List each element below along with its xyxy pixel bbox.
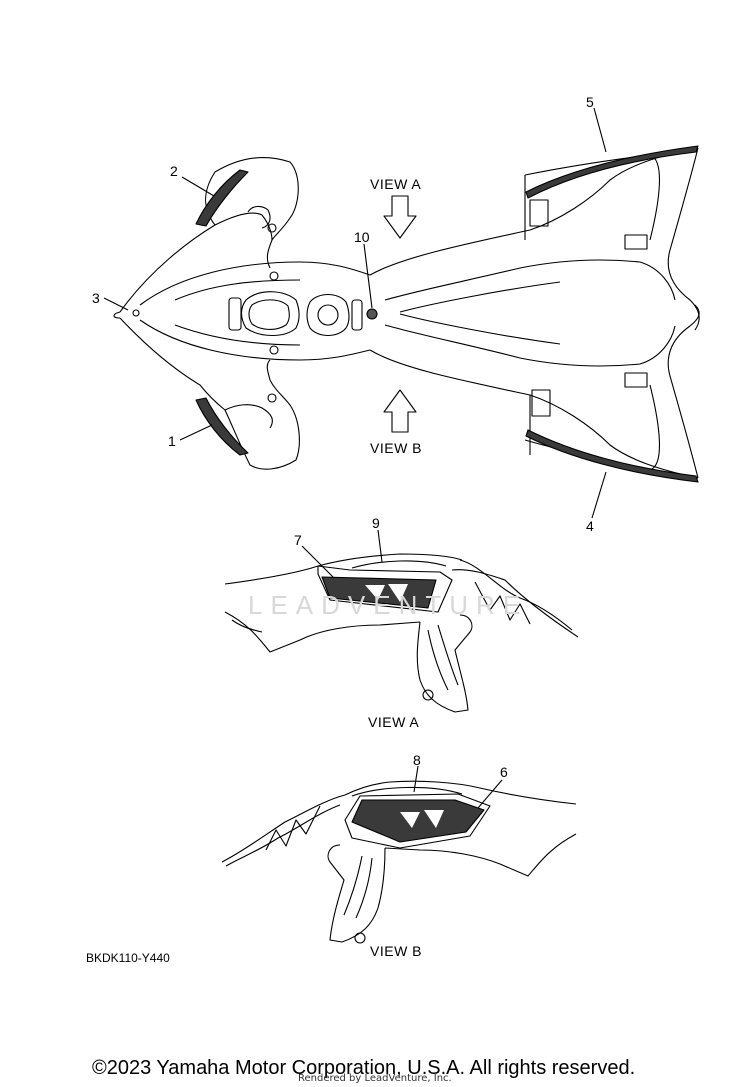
view-b-arrow xyxy=(383,389,417,433)
callout-6[interactable]: 6 xyxy=(500,764,508,780)
callout-3[interactable]: 3 xyxy=(92,290,100,306)
view-a-caption: VIEW A xyxy=(368,714,420,730)
callout-2[interactable]: 2 xyxy=(170,163,178,179)
view-a-fender-side xyxy=(224,553,579,713)
view-b-fender-side xyxy=(221,780,577,944)
view-a-label-top: VIEW A xyxy=(370,176,422,192)
callout-5[interactable]: 5 xyxy=(586,94,594,110)
callout-1[interactable]: 1 xyxy=(168,433,176,449)
view-b-label-top: VIEW B xyxy=(370,440,423,456)
callout-10[interactable]: 10 xyxy=(354,229,370,245)
callout-8[interactable]: 8 xyxy=(413,752,421,768)
callout-7[interactable]: 7 xyxy=(294,532,302,548)
rear-fender-top-view xyxy=(369,145,700,483)
view-a-arrow xyxy=(383,195,417,239)
front-fender-top-view xyxy=(113,156,378,470)
view-b-caption: VIEW B xyxy=(370,943,423,959)
rendered-by-credit: Rendered by LeadVenture, Inc. xyxy=(298,1073,452,1084)
callout-4[interactable]: 4 xyxy=(586,518,594,534)
copyright-notice: ©2023 Yamaha Motor Corporation, U.S.A. A… xyxy=(92,1057,636,1079)
leadventure-watermark: LEADVENTURE xyxy=(248,590,529,620)
callout-9[interactable]: 9 xyxy=(372,515,380,531)
diagram-code: BKDK110-Y440 xyxy=(86,951,170,965)
